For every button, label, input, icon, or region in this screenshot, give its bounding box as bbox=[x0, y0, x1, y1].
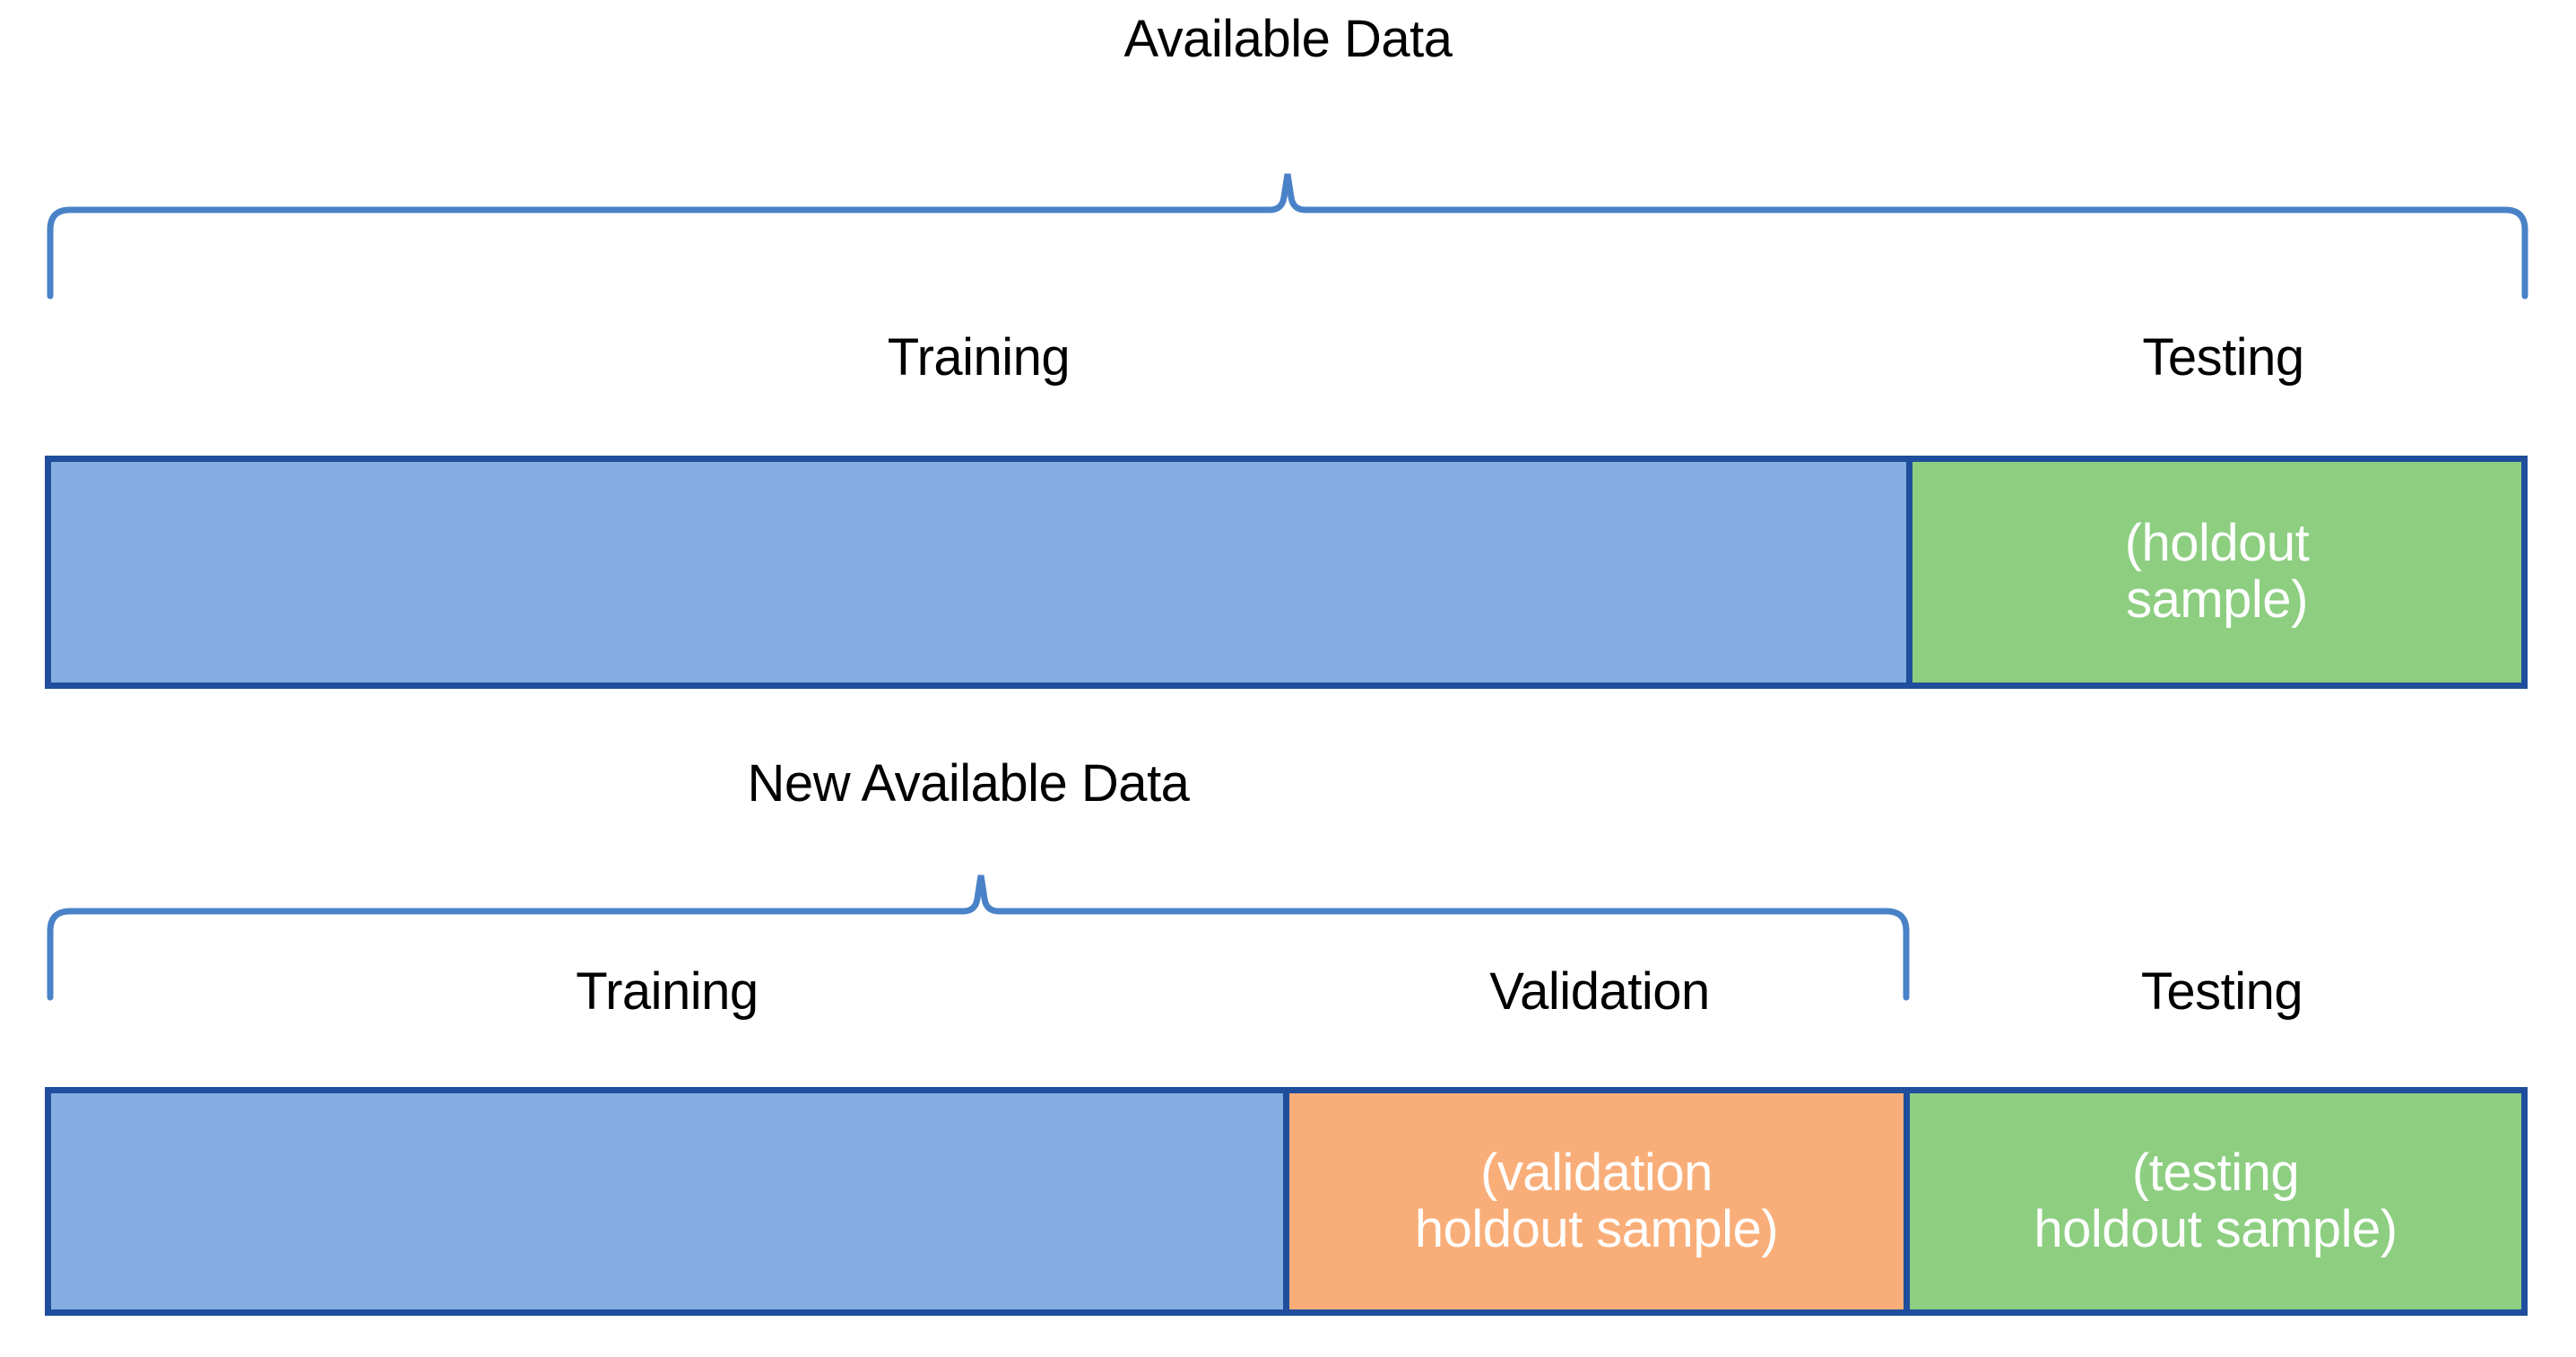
row1-testing-label: Testing bbox=[2142, 328, 2304, 387]
row1-training-label: Training bbox=[887, 328, 1071, 387]
available-data-title: Available Data bbox=[1123, 10, 1453, 68]
row2-segment-training[interactable] bbox=[45, 1087, 1289, 1316]
new-available-data-title: New Available Data bbox=[747, 754, 1190, 813]
row1-testing-note: (holdout sample) bbox=[2124, 514, 2310, 629]
row1-segment-testing[interactable]: (holdout sample) bbox=[1906, 456, 2528, 689]
row1-segment-training[interactable] bbox=[45, 456, 1912, 689]
row-original-bar: (holdout sample) bbox=[45, 456, 2534, 689]
row-new-bar: (validation holdout sample) (testing hol… bbox=[45, 1087, 2534, 1316]
row2-testing-note: (testing holdout sample) bbox=[2034, 1143, 2398, 1258]
available-data-brace bbox=[47, 173, 2528, 300]
row2-training-label: Training bbox=[576, 962, 759, 1021]
row2-testing-label: Testing bbox=[2140, 962, 2303, 1021]
row2-validation-note: (validation holdout sample) bbox=[1414, 1143, 1779, 1258]
row2-segment-testing[interactable]: (testing holdout sample) bbox=[1904, 1087, 2528, 1316]
row2-validation-label: Validation bbox=[1489, 962, 1710, 1021]
row2-segment-validation[interactable]: (validation holdout sample) bbox=[1283, 1087, 1910, 1316]
new-available-data-brace bbox=[47, 874, 1910, 1001]
